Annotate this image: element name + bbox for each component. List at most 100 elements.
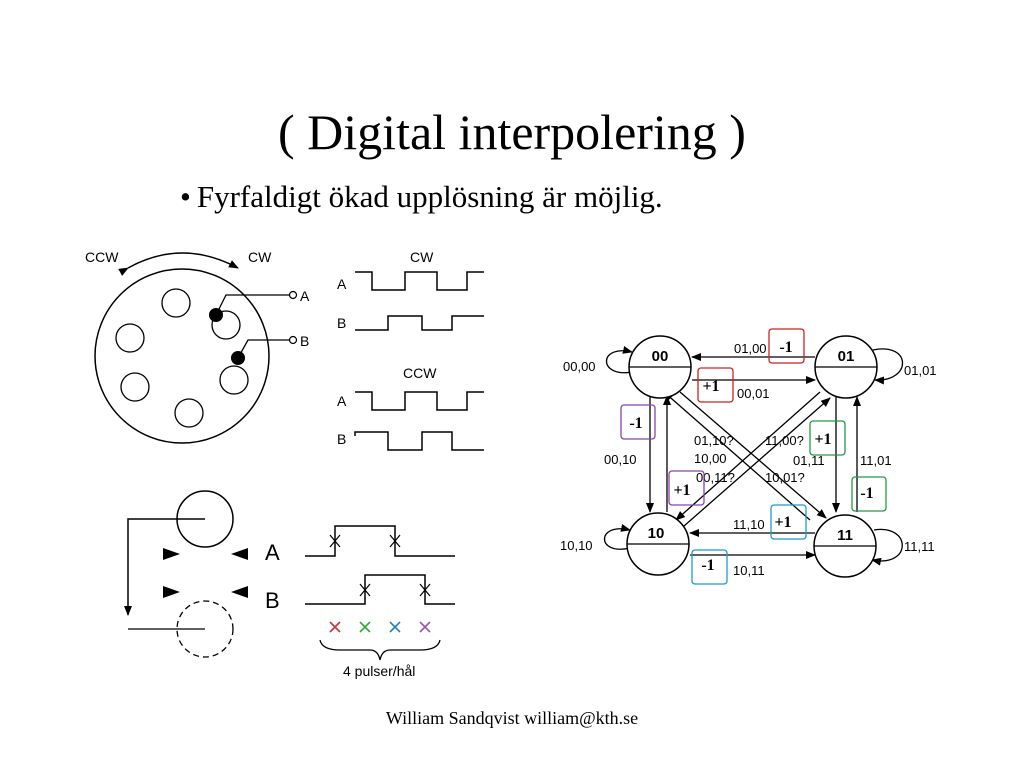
sensor-b-wire xyxy=(237,339,290,359)
cw-wave-b xyxy=(355,315,484,331)
transition-label: 11,01 xyxy=(860,453,892,468)
increment-box-purple-left: -1 xyxy=(620,404,656,440)
pulse-channel-b-label: B xyxy=(265,588,280,613)
transition-label: 01,10? xyxy=(694,433,734,448)
increment-box-blue-bottom: -1 xyxy=(691,549,728,585)
increment-box-blue-mid: +1 xyxy=(770,504,807,540)
disc-hole xyxy=(211,310,241,340)
transition-label: 01,01 xyxy=(904,363,937,378)
cw-channel-a-label: A xyxy=(337,276,347,292)
count-cross-4 xyxy=(419,621,431,633)
increment-value: -1 xyxy=(701,557,714,574)
disc-hole xyxy=(219,365,249,395)
cw-label: CW xyxy=(248,249,272,265)
cw-heading: CW xyxy=(410,249,434,265)
disc-hole xyxy=(161,288,191,318)
state-01-label: 01 xyxy=(838,348,855,365)
motion-arrow xyxy=(124,518,205,616)
increment-box-purple-mid: +1 xyxy=(668,470,705,506)
transition-label: 01,00 xyxy=(734,341,767,356)
disc-hole xyxy=(115,323,145,353)
increment-box-red-mid: +1 xyxy=(697,367,734,403)
self-loop-10 xyxy=(604,524,631,550)
ccw-label: CCW xyxy=(85,249,119,265)
pulse-channel-a-label: A xyxy=(265,540,280,565)
count-cross-2 xyxy=(359,621,371,633)
edge-00-to-11 xyxy=(679,391,827,519)
increment-value: +1 xyxy=(774,514,791,531)
edge-cross xyxy=(359,583,371,597)
pulse-wave-b xyxy=(305,574,455,605)
transition-label: 11,00? xyxy=(765,433,804,448)
edge-11-to-00 xyxy=(663,391,811,521)
transition-label: 10,01? xyxy=(765,470,805,485)
terminal-b xyxy=(288,335,298,345)
output-a-label: A xyxy=(300,288,310,304)
cw-channel-b-label: B xyxy=(337,315,346,331)
pulse-interpolation-diagram: A B 4 pulser/hål xyxy=(124,490,455,679)
output-b-label: B xyxy=(300,333,309,349)
self-loop-01 xyxy=(872,348,903,385)
bullet-point: •Fyrfaldigt ökad upplösning är möjlig. xyxy=(180,176,663,218)
increment-box-green-right: -1 xyxy=(851,476,887,512)
quadrature-waveforms: CW A B CCW A B xyxy=(337,249,484,451)
transition-label: 01,11 xyxy=(793,453,825,468)
state-node-01: 01 xyxy=(814,335,878,399)
increment-box-green-mid: +1 xyxy=(809,420,846,456)
terminal-a xyxy=(288,290,298,300)
state-diagram: 00 01 10 11 00,00 01,00 00,01 01,01 00,1… xyxy=(560,328,937,585)
increment-value: -1 xyxy=(629,415,642,432)
pulse-wave-a xyxy=(305,525,455,557)
colored-count-marks xyxy=(329,621,431,633)
disc-hole xyxy=(174,398,204,428)
pulse-caption: 4 pulser/hål xyxy=(343,663,415,679)
ccw-channel-b-label: B xyxy=(337,431,346,447)
self-loop-00 xyxy=(606,346,633,374)
state-10-label: 10 xyxy=(648,525,665,542)
transition-label: 00,01 xyxy=(737,386,770,401)
pulse-brace xyxy=(319,639,441,661)
state-11-label: 11 xyxy=(837,527,853,544)
edge-cross xyxy=(419,583,431,597)
increment-value: +1 xyxy=(673,482,690,499)
transition-label: 00,11? xyxy=(696,470,735,485)
ccw-channel-a-label: A xyxy=(337,393,347,409)
increment-box-red-top: -1 xyxy=(768,328,805,364)
edge-cross xyxy=(389,534,401,548)
count-cross-1 xyxy=(329,621,341,633)
slide-footer: William Sandqvist william@kth.se xyxy=(385,708,639,728)
transition-label: 10,10 xyxy=(560,538,593,553)
transition-label: 11,11 xyxy=(904,539,935,554)
state-00-label: 00 xyxy=(652,348,669,365)
bullet-text: Fyrfaldigt ökad upplösning är möjlig. xyxy=(196,179,663,214)
slide-title: ( Digital interpolering ) xyxy=(278,104,746,160)
rotation-arrow xyxy=(118,252,239,276)
disc-hole xyxy=(120,372,150,402)
increment-value: +1 xyxy=(814,431,831,448)
bullet-marker: • xyxy=(180,179,191,214)
encoder-disc-diagram: CCW CW A B xyxy=(85,249,310,444)
increment-value: -1 xyxy=(860,485,873,502)
edge-01-to-10 xyxy=(675,391,821,521)
state-node-10: 10 xyxy=(626,512,690,576)
edge-cross-marks xyxy=(329,534,431,597)
transition-label: 10,00 xyxy=(694,451,727,466)
self-loop-11 xyxy=(871,528,903,566)
sensor-a-left-triangle xyxy=(163,548,180,560)
transition-label: 10,11 xyxy=(733,563,765,578)
transition-label: 00,00 xyxy=(563,359,596,374)
ccw-wave-a xyxy=(355,391,484,411)
transition-label: 11,10 xyxy=(733,517,765,532)
ccw-heading: CCW xyxy=(403,365,437,381)
edge-cross xyxy=(329,534,341,548)
state-node-00: 00 xyxy=(628,335,692,399)
edge-10-to-01 xyxy=(683,397,831,527)
hole-position-dashed xyxy=(176,600,234,658)
sensor-a-right-triangle xyxy=(231,548,248,560)
increment-value: +1 xyxy=(702,378,719,395)
transition-label: 00,10 xyxy=(604,452,637,467)
sensor-a-wire xyxy=(215,294,290,316)
cw-wave-a xyxy=(355,271,484,291)
sensor-b-left-triangle xyxy=(163,586,180,598)
